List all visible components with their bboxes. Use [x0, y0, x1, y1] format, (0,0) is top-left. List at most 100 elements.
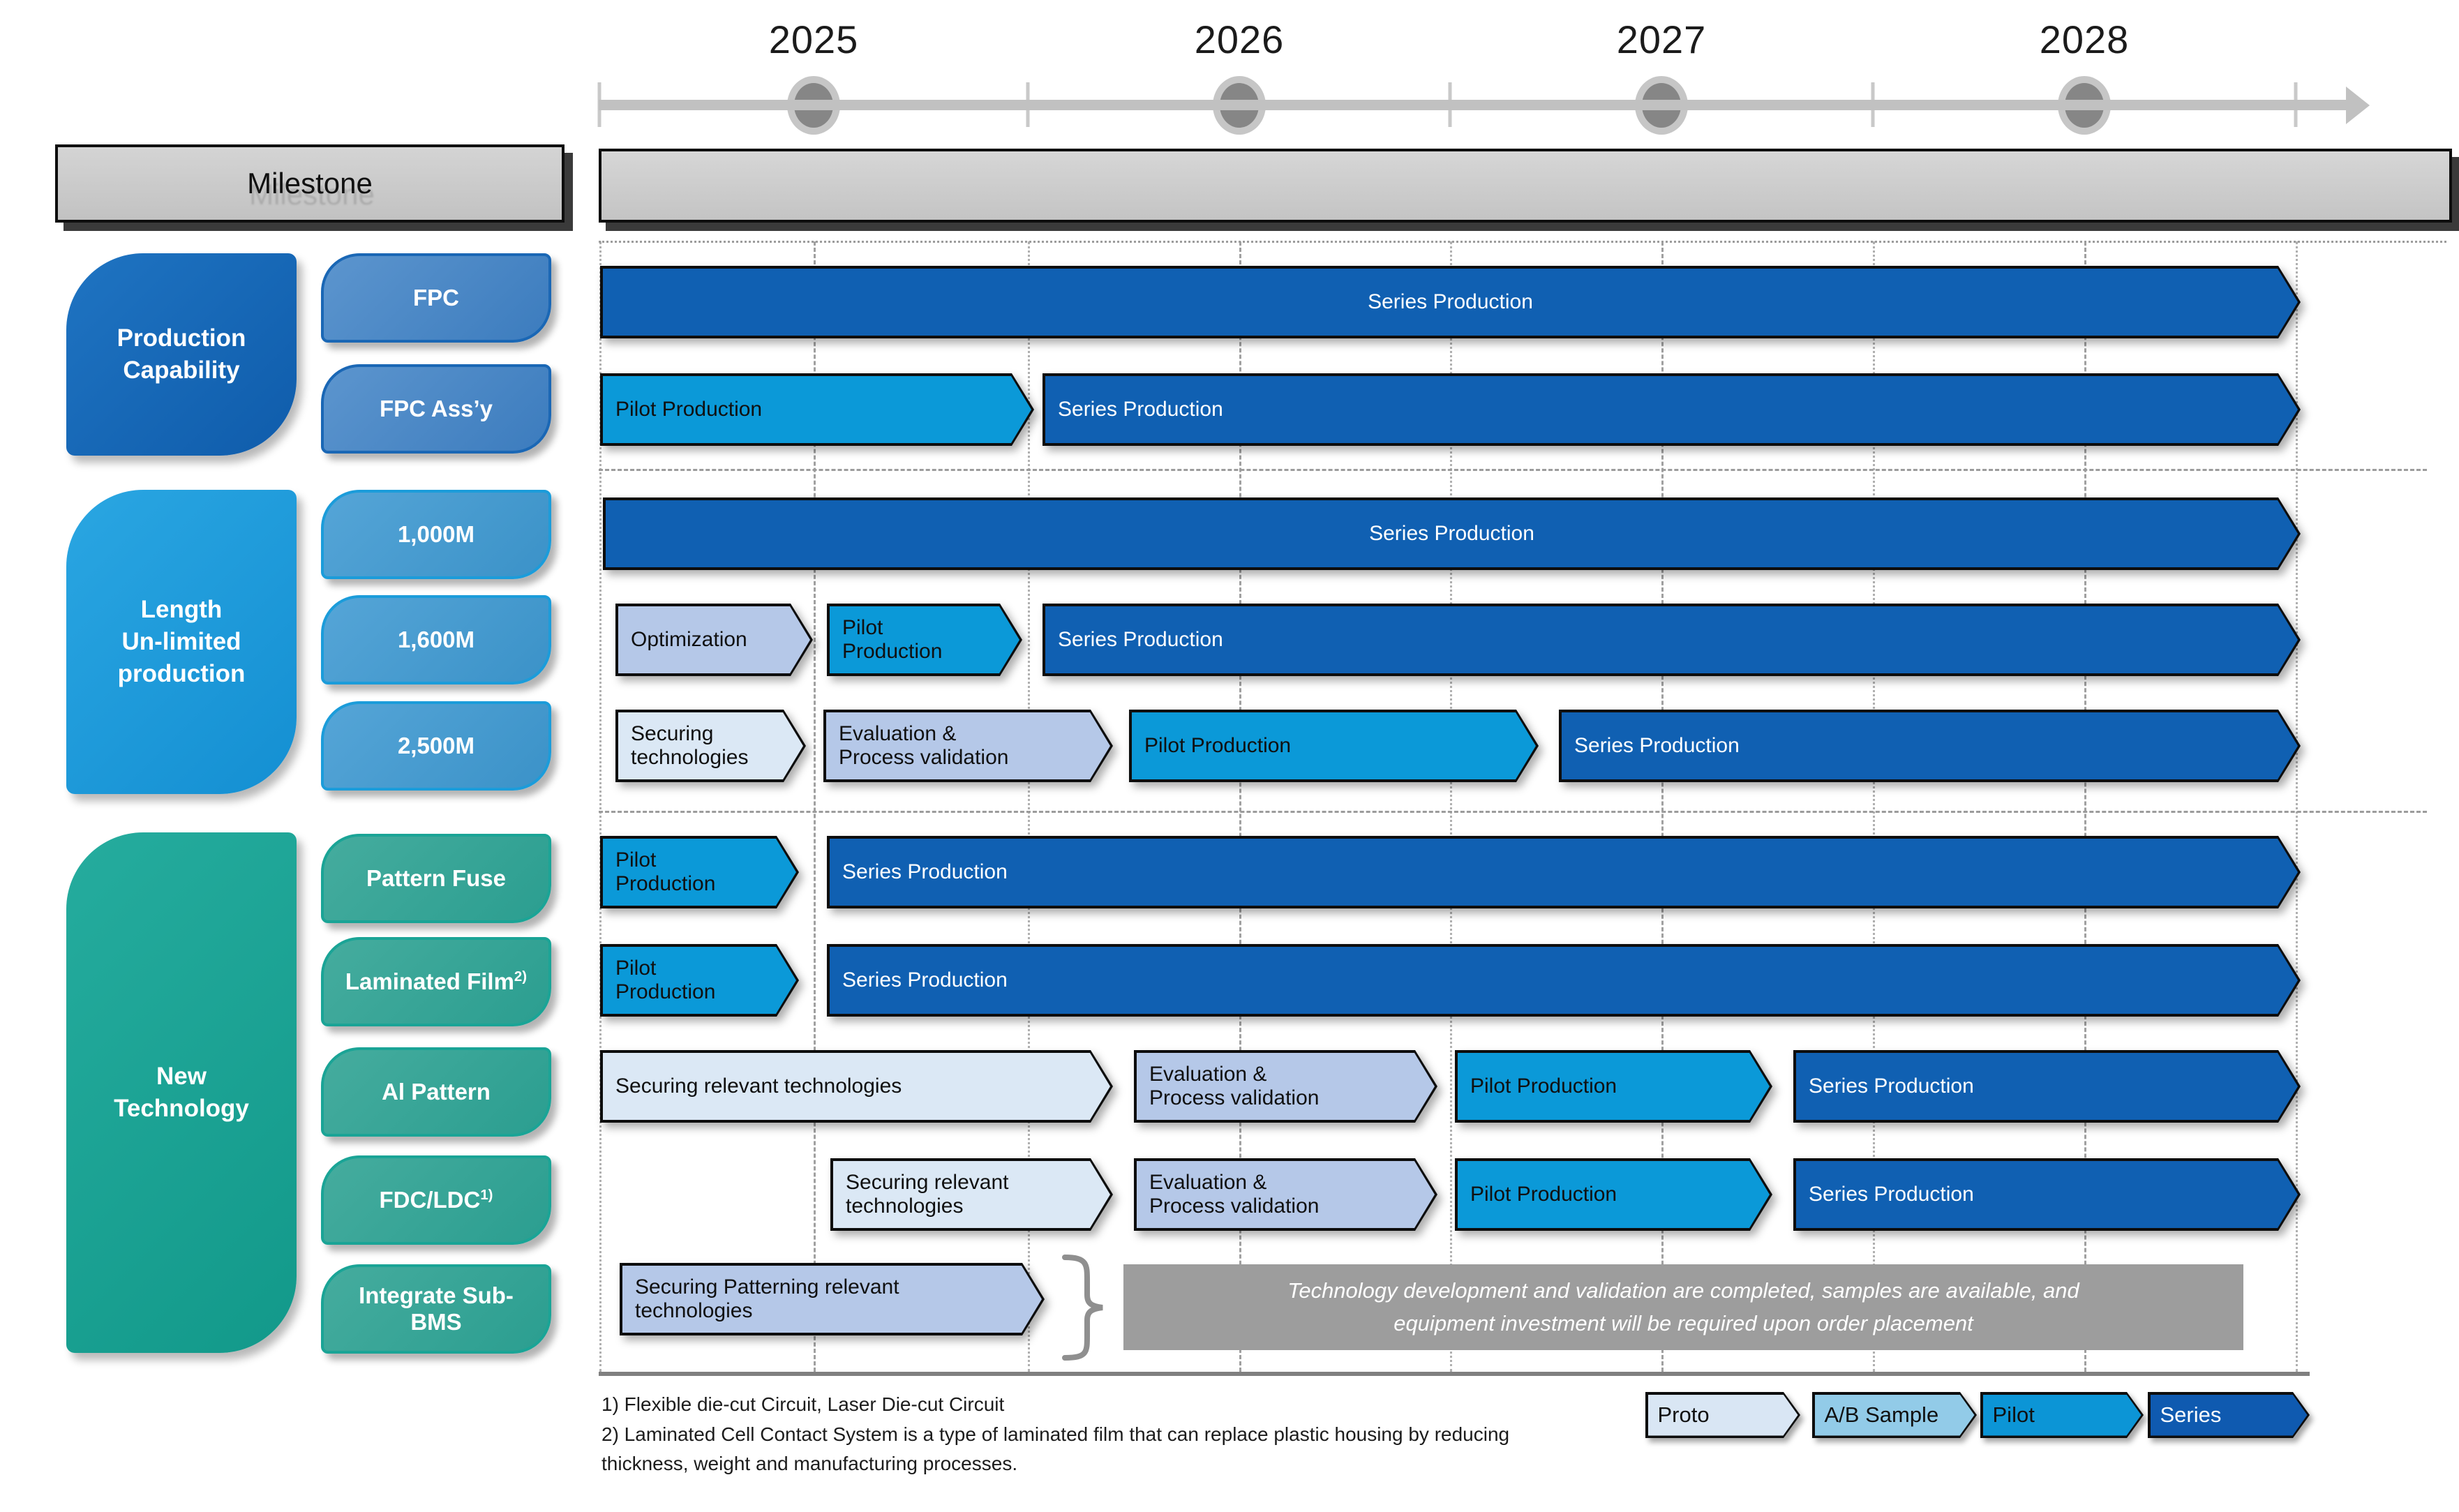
bar-shape: Series Production [1042, 604, 2301, 676]
bar-label: Securing Patterning relevant technologie… [635, 1275, 899, 1322]
bar-label: Evaluation & Process validation [1149, 1171, 1320, 1218]
bar-series-production: Series Production [1793, 1158, 2301, 1231]
chart-bottom-rule [599, 1372, 2310, 1376]
item-label-superscript: 1) [480, 1187, 493, 1204]
bar-series-production: Series Production [1042, 373, 2301, 446]
bar-fill: Pilot Production [603, 839, 796, 906]
item-label: 1,000M [397, 521, 475, 548]
bar-fill: Series Production [830, 839, 2298, 906]
bar-label: Pilot Production [842, 616, 943, 663]
item-box-fdc-ldc: FDC/LDC1) [321, 1155, 551, 1245]
bar-fill: Series Production [830, 947, 2298, 1014]
bar-label: Series Production [842, 968, 1008, 992]
bar-shape: Series [2148, 1392, 2310, 1438]
gridline-year [1661, 241, 1664, 1372]
item-box-fpc: FPC [321, 253, 551, 343]
bar-securing-patterning-relevant-technologies: Securing Patterning relevant technologie… [620, 1263, 1045, 1335]
item-box-integrate-sub-bms: Integrate Sub-BMS [321, 1264, 551, 1354]
bar-fill: Pilot Production [1132, 712, 1536, 779]
bar-shape: Series Production [827, 836, 2301, 908]
bar-label: Pilot Production [1470, 1075, 1617, 1098]
bar-label: Series Production [1058, 398, 1223, 421]
bar-fill: Series Production [1045, 606, 2298, 673]
bar-series-production: Series Production [1042, 604, 2301, 676]
bar-fill: Evaluation & Process validation [826, 712, 1110, 779]
item-label: Integrate Sub-BMS [359, 1282, 514, 1335]
note-box: Technology development and validation ar… [1123, 1264, 2243, 1350]
section-separator [599, 241, 2446, 243]
bar-label: Securing technologies [631, 722, 749, 769]
bar-label: A/B Sample [1824, 1402, 1939, 1427]
bar-label: Series Production [1369, 522, 1534, 546]
bar-fill: Evaluation & Process validation [1137, 1161, 1435, 1228]
bar-pilot-production: Pilot Production [1455, 1158, 1772, 1231]
bar-fill: Series Production [1796, 1161, 2298, 1228]
timeline-line [599, 100, 2350, 110]
bar-shape: Series Production [1793, 1158, 2301, 1231]
bar-pilot-production: Pilot Production [600, 836, 799, 908]
bar-fill: A/B Sample [1815, 1395, 1975, 1436]
bar-shape: Evaluation & Process validation [1134, 1158, 1437, 1231]
bar-evaluation-process-validation: Evaluation & Process validation [823, 710, 1113, 782]
bar-fill: Pilot Production [1458, 1053, 1770, 1120]
bar-shape: Pilot Production [600, 836, 799, 908]
bar-shape: Optimization [615, 604, 813, 676]
bar-fill: Proto [1648, 1395, 1798, 1436]
gridline-half-year [1028, 241, 1030, 1372]
bar-series-production: Series Production [827, 944, 2301, 1017]
bar-series-production: Series Production [600, 266, 2301, 338]
category-box-production-capability: Production Capability [66, 253, 297, 456]
bar-fill: Securing relevant technologies [603, 1053, 1110, 1120]
bar-fill: Securing relevant technologies [833, 1161, 1110, 1228]
bar-shape: Pilot Production [600, 373, 1034, 446]
item-label: 2,500M [397, 733, 475, 759]
bar-label: Series Production [1574, 734, 1740, 758]
gridline-half-year [1450, 241, 1452, 1372]
bar-evaluation-process-validation: Evaluation & Process validation [1134, 1158, 1437, 1231]
bar-series-production: Series Production [1793, 1050, 2301, 1123]
bar-label: Pilot Production [615, 957, 716, 1003]
milestone-header: Milestone [55, 144, 565, 223]
bar-shape: Proto [1645, 1392, 1800, 1438]
bar-label: Securing relevant technologies [846, 1171, 1009, 1218]
gridline-half-year [599, 241, 601, 1372]
item-box-fpc-ass-y: FPC Ass’y [321, 364, 551, 454]
bar-label: Series Production [1809, 1183, 1974, 1206]
year-label-2025: 2025 [768, 17, 859, 61]
bar-label: Securing relevant technologies [615, 1075, 902, 1098]
note-text: Technology development and validation ar… [1287, 1278, 2079, 1335]
bar-shape: Pilot Production [827, 604, 1022, 676]
bar-fill: Series Production [1796, 1053, 2298, 1120]
item-box-laminated-film: Laminated Film2) [321, 937, 551, 1026]
bar-fill: Series Production [1562, 712, 2298, 779]
bar-label: Pilot [1992, 1402, 2035, 1427]
bar-fill: Series Production [606, 500, 2298, 567]
milestone-track [599, 149, 2452, 223]
bar-label: Series Production [1368, 290, 1533, 314]
item-box-al-pattern: Al Pattern [321, 1047, 551, 1137]
item-label: FDC/LDC1) [379, 1187, 493, 1213]
bar-shape: Series Production [1559, 710, 2301, 782]
item-label: Pattern Fuse [366, 865, 506, 892]
bar-label: Evaluation & Process validation [1149, 1063, 1320, 1109]
bar-shape: Evaluation & Process validation [823, 710, 1113, 782]
item-box-1-600m: 1,600M [321, 595, 551, 684]
bar-label: Pilot Production [1470, 1183, 1617, 1206]
item-label-superscript: 2) [514, 968, 528, 985]
bar-fill: Evaluation & Process validation [1137, 1053, 1435, 1120]
bar-label: Pilot Production [615, 398, 763, 421]
gridline-year [1239, 241, 1241, 1372]
bar-fill: Series Production [1045, 376, 2298, 443]
bar-shape: Pilot Production [1455, 1050, 1772, 1123]
footnote-1: 1) Flexible die-cut Circuit, Laser Die-c… [601, 1393, 1005, 1415]
bar-fill: Pilot Production [1458, 1161, 1770, 1228]
bar-shape: Pilot Production [600, 944, 799, 1017]
bar-securing-technologies: Securing technologies [615, 710, 806, 782]
bar-shape: Series Production [1793, 1050, 2301, 1123]
bar-fill: Series Production [603, 269, 2298, 336]
bar-shape: Series Production [600, 266, 2301, 338]
bar-pilot-production: Pilot Production [600, 944, 799, 1017]
bar-shape: Securing technologies [615, 710, 806, 782]
gridline-half-year [1873, 241, 1875, 1372]
